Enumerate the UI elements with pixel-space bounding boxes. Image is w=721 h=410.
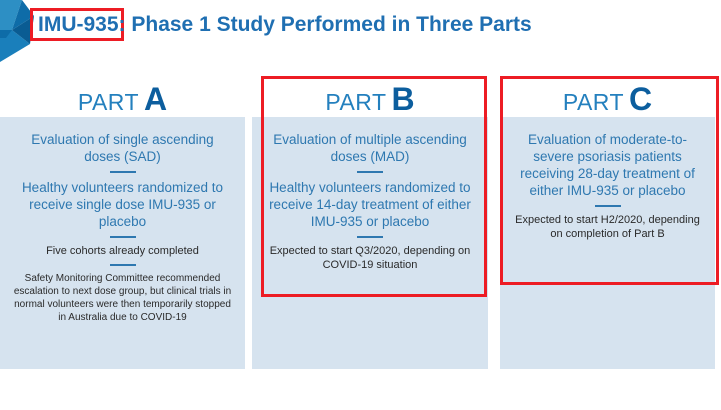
divider-icon xyxy=(594,205,621,207)
part-a-body: Evaluation of single ascending doses (SA… xyxy=(0,117,245,369)
divider-icon xyxy=(109,236,136,238)
chevron-logo-icon xyxy=(0,0,40,62)
part-a-block-2: Healthy volunteers randomized to receive… xyxy=(21,180,224,229)
part-b-letter: B xyxy=(391,81,415,117)
part-a-block-1: Evaluation of single ascending doses (SA… xyxy=(31,132,214,164)
part-c-block-2: Expected to start H2/2020, depending on … xyxy=(515,214,700,240)
title-highlight-box xyxy=(30,8,124,41)
part-b-block-1: Evaluation of multiple ascending doses (… xyxy=(273,132,467,164)
part-b-block-2: Healthy volunteers randomized to receive… xyxy=(269,180,471,229)
part-a-block-4: Safety Monitoring Committee recommended … xyxy=(13,273,232,323)
part-a-word: PART xyxy=(77,89,140,115)
part-b-word: PART xyxy=(325,89,387,115)
part-a-block-3: Five cohorts already completed xyxy=(46,245,199,257)
divider-icon xyxy=(357,171,383,173)
part-a-letter: A xyxy=(144,81,168,117)
part-c-letter: C xyxy=(629,81,653,117)
part-c-body: Evaluation of moderate-to-severe psorias… xyxy=(500,117,715,369)
part-c-block-1: Evaluation of moderate-to-severe psorias… xyxy=(520,132,695,198)
part-b-body: Evaluation of multiple ascending doses (… xyxy=(252,117,488,369)
part-c-word: PART xyxy=(562,89,625,115)
title-subtitle: : Phase 1 Study Performed in Three Parts xyxy=(118,13,532,36)
slide-header: IMU-935 : Phase 1 Study Performed in Thr… xyxy=(0,0,721,62)
title-compound-name: IMU-935 xyxy=(38,13,119,36)
part-b-block-3: Expected to start Q3/2020, depending on … xyxy=(269,245,471,271)
page-title: IMU-935 : Phase 1 Study Performed in Thr… xyxy=(38,11,532,39)
divider-icon xyxy=(357,236,383,238)
divider-icon xyxy=(109,171,136,173)
divider-icon xyxy=(109,264,136,266)
